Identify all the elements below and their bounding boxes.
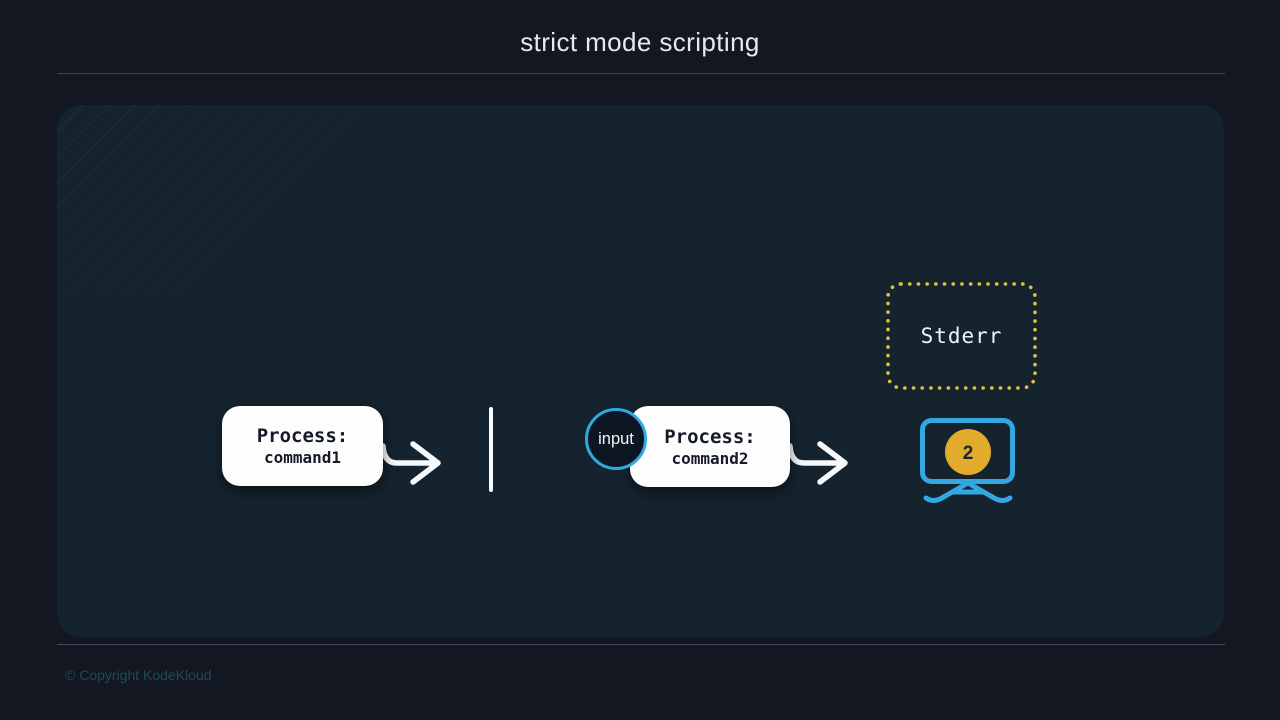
background-texture xyxy=(57,105,357,295)
monitor-icon: 2 xyxy=(920,418,1015,503)
input-badge: input xyxy=(585,408,647,470)
copyright-text: © Copyright KodeKloud xyxy=(65,667,212,683)
stderr-box: Stderr xyxy=(885,281,1038,391)
flow-arrow-icon xyxy=(787,441,848,485)
flow-arrow-icon xyxy=(380,441,441,485)
process1-label: Process: xyxy=(256,425,349,447)
page-title: strict mode scripting xyxy=(520,27,760,57)
fd-badge-circle xyxy=(945,429,991,475)
process1-command: command1 xyxy=(263,448,342,467)
process2-label: Process: xyxy=(664,425,756,448)
footer-divider xyxy=(57,644,1225,645)
content-panel: Process: command1 Process: command2 inpu… xyxy=(57,105,1224,637)
process1-box: Process: command1 xyxy=(222,406,383,486)
process2-box: Process: command2 xyxy=(630,406,790,487)
dotted-border-icon xyxy=(886,282,1037,390)
header-divider xyxy=(57,73,1225,74)
pipe-symbol-icon xyxy=(489,407,493,492)
stderr-label: Stderr xyxy=(920,324,1003,348)
fd-badge-number: 2 xyxy=(963,443,974,464)
process2-command: command2 xyxy=(671,448,749,468)
